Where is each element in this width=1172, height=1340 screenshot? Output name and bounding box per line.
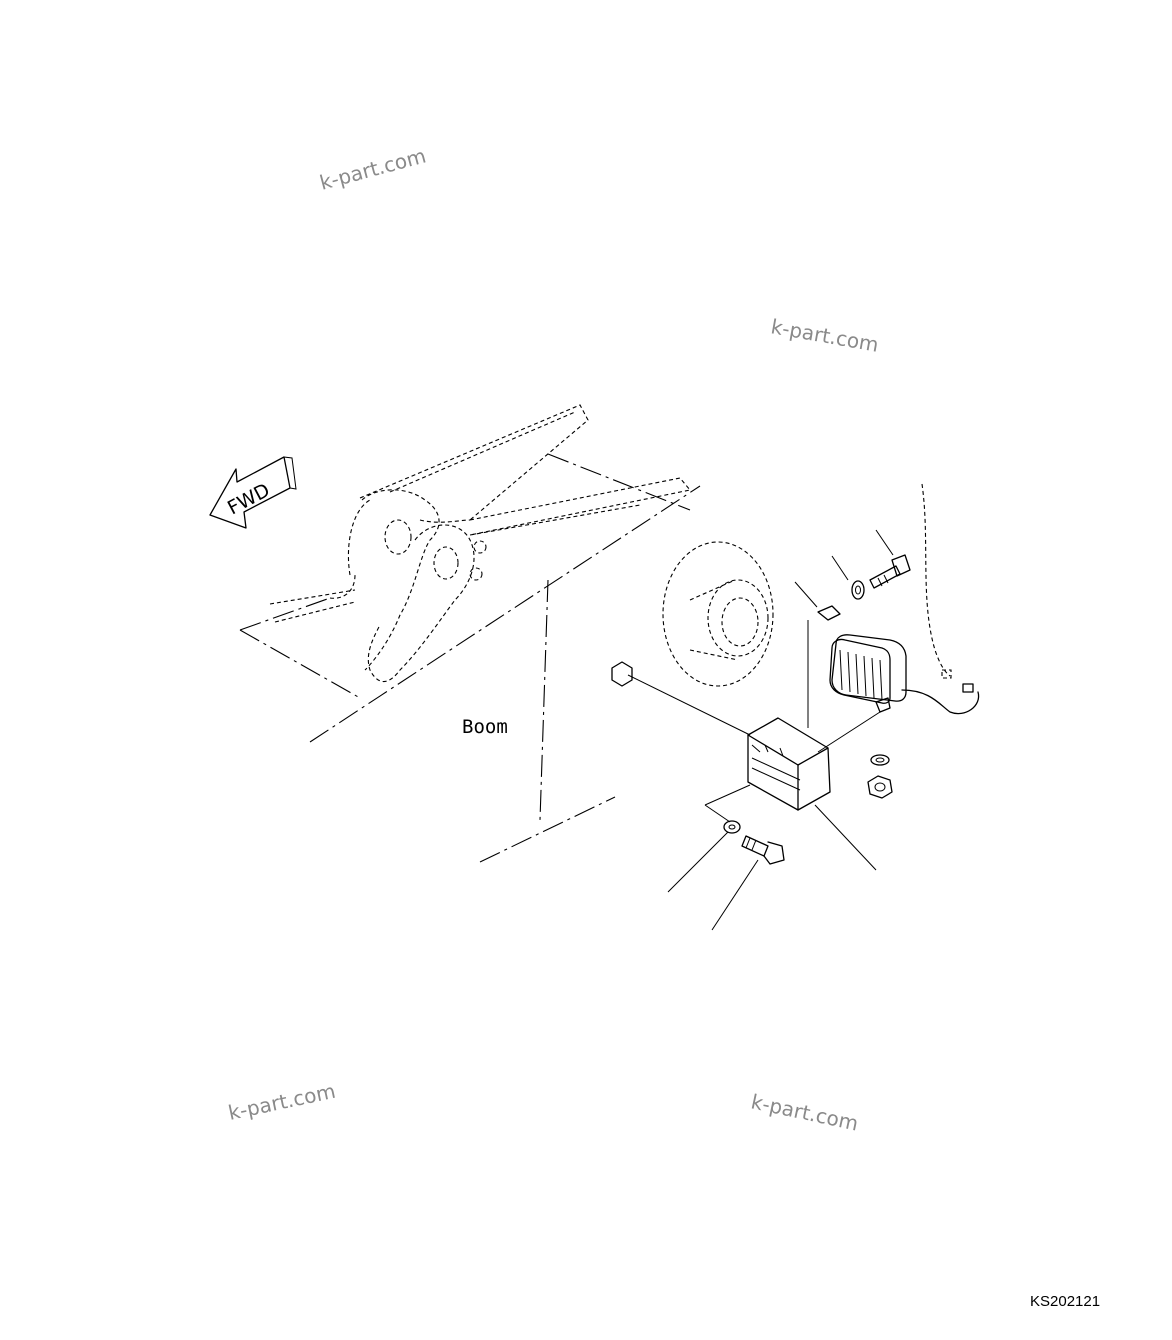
lamp-bracket-icon — [747, 717, 831, 811]
boom-arms — [269, 404, 692, 682]
washer-icon — [851, 580, 865, 600]
watermark: k-part.com — [769, 314, 880, 357]
nut-icon — [611, 661, 633, 687]
washer-icon — [723, 820, 741, 834]
lamp-cable — [921, 483, 951, 677]
leader-lines — [627, 529, 894, 931]
clip-icon — [817, 605, 841, 621]
bolt-icon — [741, 835, 785, 865]
forward-arrow: FWD — [209, 456, 297, 529]
watermark: k-part.com — [317, 143, 428, 194]
forward-label: FWD — [224, 479, 273, 519]
washer-icon — [870, 754, 890, 766]
bolt-icon — [869, 554, 911, 589]
work-lamp-icon — [829, 634, 980, 715]
boom-outline — [239, 453, 701, 863]
boom-cylinder — [662, 541, 774, 687]
watermark: k-part.com — [226, 1079, 338, 1125]
nut-icon — [867, 775, 893, 799]
boom-bolt-icons — [469, 540, 487, 581]
watermark: k-part.com — [749, 1089, 861, 1135]
cable-clip-icon — [941, 669, 952, 679]
boom-label: Boom — [462, 716, 508, 738]
drawing-code: KS202121 — [1030, 1293, 1100, 1310]
